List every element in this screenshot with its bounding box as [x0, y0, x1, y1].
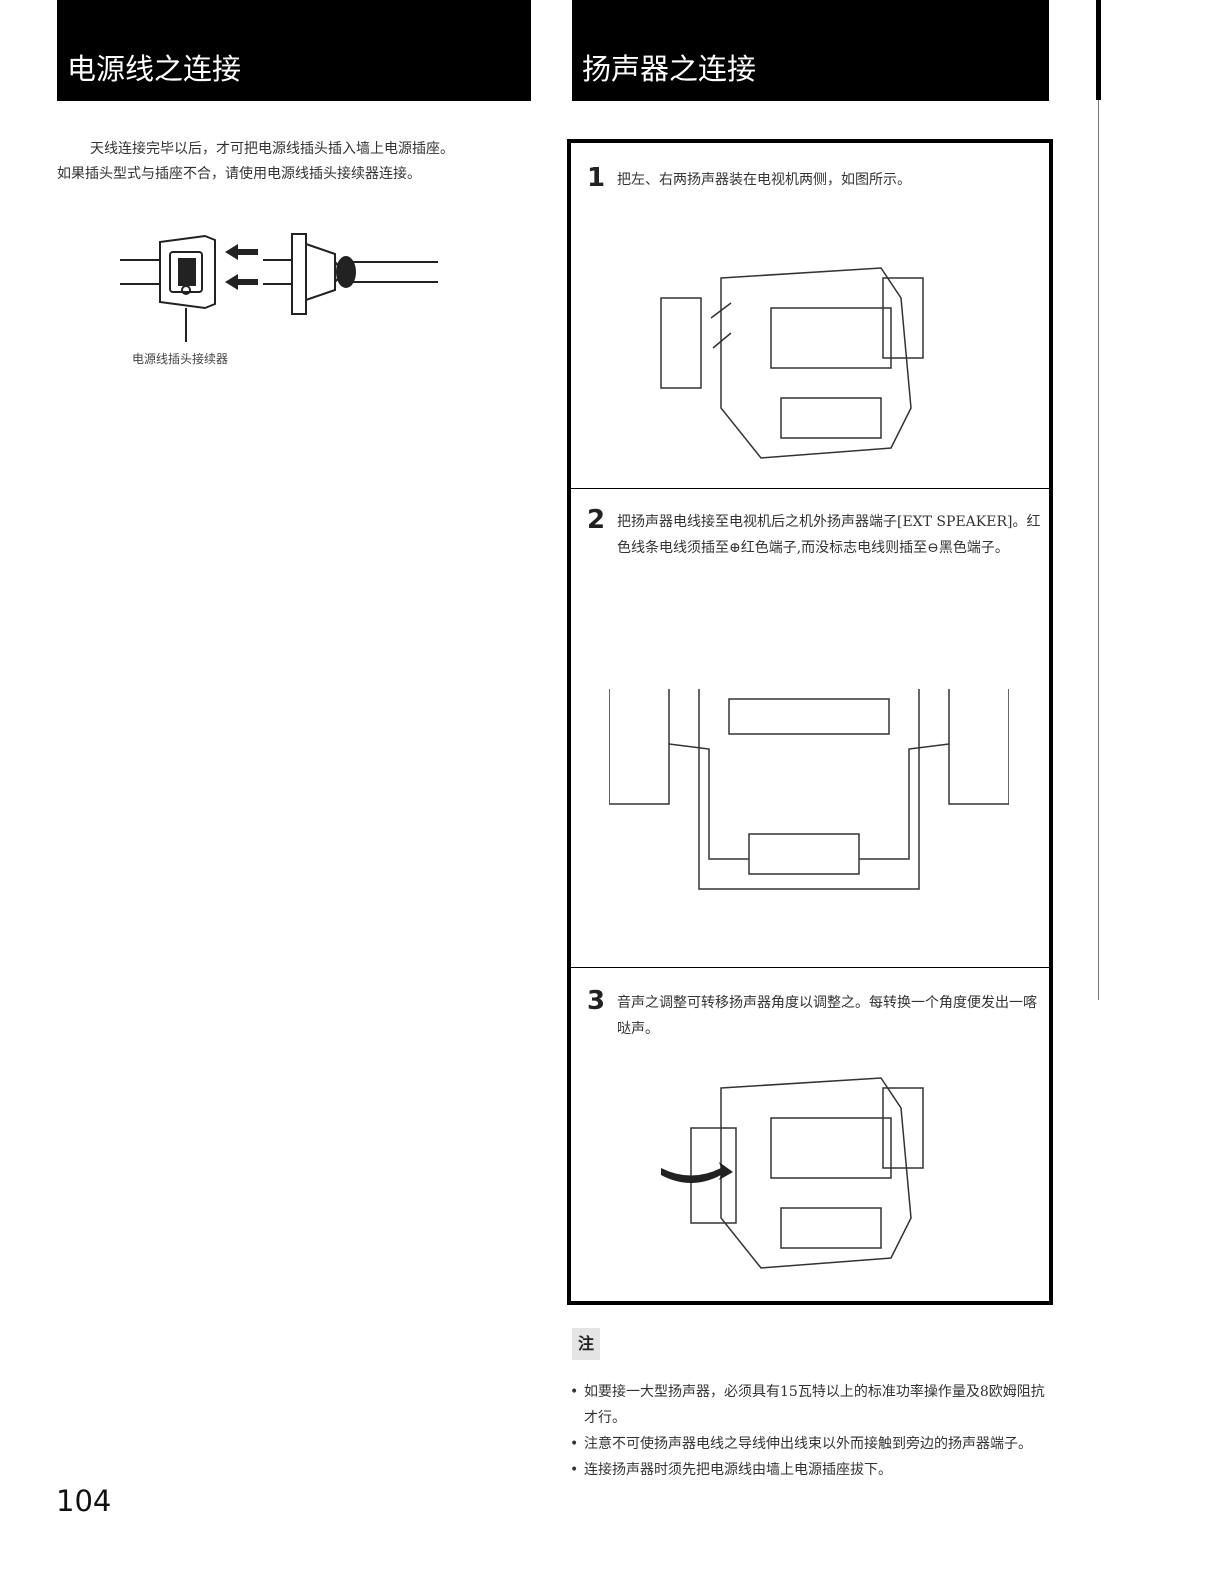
speaker-steps-box: 1 把左、右两扬声器装在电视机两侧，如图所示。 2 把扬声器电线接至电视机后之机… — [567, 139, 1053, 1305]
section-title-speaker: 扬声器之连接 — [582, 52, 757, 86]
note-list: 如要接一大型扬声器，必须具有15瓦特以上的标准功率操作量及8欧姆阻抗才行。 注意… — [570, 1379, 1048, 1483]
note-icon: 注 — [572, 1328, 600, 1360]
step-text: 把左、右两扬声器装在电视机两侧，如图所示。 — [617, 172, 911, 188]
power-instructions: 天线连接完毕以后，才可把电源线插头插入墙上电源插座。 如果插头型式与插座不合，请… — [57, 137, 532, 187]
note-item: 如要接一大型扬声器，必须具有15瓦特以上的标准功率操作量及8欧姆阻抗才行。 — [570, 1379, 1048, 1431]
power-text-line-2: 如果插头型式与插座不合，请使用电源线插头接续器连接。 — [57, 166, 421, 182]
tv-rear-wiring-illustration — [609, 689, 1009, 890]
power-text-line-1: 天线连接完毕以后，才可把电源线插头插入墙上电源插座。 — [90, 141, 454, 157]
step-number: 3 — [587, 986, 606, 1016]
note-item: 连接扬声器时须先把电源线由墙上电源插座拔下。 — [570, 1457, 1048, 1483]
tv-with-speakers-illustration — [660, 267, 924, 459]
note-item: 注意不可使扬声器电线之导线伸出线束以外而接触到旁边的扬声器端子。 — [570, 1431, 1048, 1457]
section-title-power-cord: 电源线之连接 — [67, 52, 242, 86]
step-2: 2 把扬声器电线接至电视机后之机外扬声器端子[EXT SPEAKER]。红色线条… — [571, 489, 1049, 968]
step-number: 1 — [587, 163, 606, 193]
step-text: 把扬声器电线接至电视机后之机外扬声器端子[EXT SPEAKER]。红色线条电线… — [617, 514, 1041, 556]
plug-adapter-caption: 电源线插头接续器 — [132, 352, 229, 366]
step-3: 3 音声之调整可转移扬声器角度以调整之。每转换一个角度便发出一喀哒声。 — [571, 968, 1049, 1301]
speaker-angle-illustration — [661, 1077, 924, 1269]
page-edge-line — [1098, 100, 1099, 1000]
arrow-left-icon — [225, 274, 258, 290]
section-header-power-cord: 电源线之连接 — [57, 0, 531, 101]
page-edge-mark — [1096, 0, 1101, 100]
rotate-arrow-icon — [661, 1162, 733, 1183]
step-text: 音声之调整可转移扬声器角度以调整之。每转换一个角度便发出一喀哒声。 — [617, 995, 1037, 1037]
step-number: 2 — [587, 505, 606, 535]
section-header-speaker: 扬声器之连接 — [572, 0, 1049, 101]
step-1: 1 把左、右两扬声器装在电视机两侧，如图所示。 — [571, 143, 1049, 489]
plug-adapter-illustration — [120, 233, 438, 342]
arrow-left-icon — [225, 244, 258, 260]
page-number: 104 — [56, 1484, 112, 1518]
